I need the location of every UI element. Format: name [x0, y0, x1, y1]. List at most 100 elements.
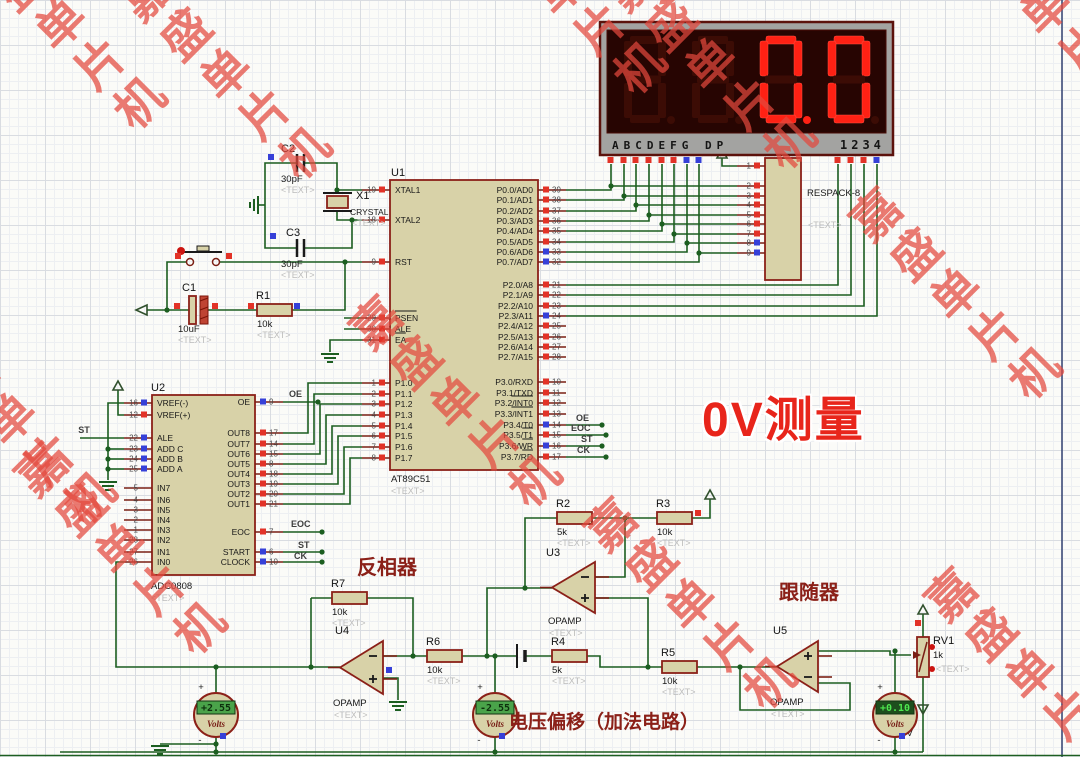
label: <TEXT>	[281, 185, 315, 195]
label: IN7	[157, 483, 171, 493]
label: P2.7/A15	[498, 352, 533, 362]
label: 20	[269, 490, 278, 499]
label: 22	[129, 434, 138, 443]
junction-dot	[164, 307, 170, 313]
pin-state-square	[683, 157, 690, 163]
label: OUT6	[227, 449, 250, 459]
label: 24	[552, 312, 561, 321]
title-overlay: 0V测量	[702, 394, 865, 447]
label: OUT8	[227, 428, 250, 438]
label: -	[198, 735, 201, 746]
label: 32	[552, 258, 561, 267]
pin-state-square	[379, 325, 385, 332]
label: P0.6/AD6	[497, 247, 534, 257]
label: <TEXT>	[557, 538, 591, 548]
wire	[383, 677, 399, 700]
pin-state-square	[543, 421, 549, 428]
label: 1	[134, 526, 139, 535]
label: R3	[656, 498, 670, 510]
label: <TEXT>	[332, 618, 366, 628]
label: P2.1/A9	[503, 290, 534, 300]
segment-F	[692, 41, 700, 76]
junction-dot	[105, 446, 111, 452]
label: 14	[269, 440, 278, 449]
pin-state-square	[695, 157, 702, 163]
label: ST	[581, 434, 593, 444]
battery-cell[interactable]	[516, 644, 527, 668]
pin-state-square	[379, 186, 385, 193]
pin-state-square	[260, 450, 266, 457]
wire	[283, 435, 362, 485]
label: 15	[269, 450, 278, 459]
segment-B-lit	[861, 40, 871, 77]
label: P3.3/INT1	[495, 409, 534, 419]
label: 8	[269, 460, 274, 469]
label: +	[198, 682, 204, 693]
label: 12	[552, 399, 561, 408]
label: 8	[747, 239, 752, 248]
label: OUT4	[227, 469, 250, 479]
junction-dot	[603, 454, 609, 460]
reset-button[interactable]	[175, 245, 232, 267]
label: U5	[773, 625, 787, 637]
pin-state-square	[260, 440, 266, 447]
pin-state-square	[379, 454, 385, 461]
segment-E	[692, 83, 700, 118]
segment-D	[698, 115, 728, 123]
label: OE	[238, 397, 251, 407]
label: 17	[552, 453, 561, 462]
pin-state-square	[543, 322, 549, 329]
segment-C-lit	[793, 82, 803, 119]
label: +2.55	[201, 703, 231, 714]
pin-state-square	[754, 201, 760, 208]
segment-A	[698, 36, 728, 44]
label: 2	[134, 516, 139, 525]
label: -	[477, 735, 480, 746]
label: P1.6	[395, 442, 413, 452]
pin-state-square	[270, 233, 276, 239]
label: 33	[552, 248, 561, 257]
wire	[587, 655, 662, 668]
wire	[566, 164, 865, 307]
pin-state-square	[226, 253, 232, 259]
pin-state-square	[379, 379, 385, 386]
label: <TEXT>	[281, 270, 315, 280]
label: CK	[294, 551, 307, 561]
label: 18	[367, 216, 376, 225]
wire	[283, 457, 362, 505]
label: C2	[281, 143, 295, 155]
label: P0.5/AD5	[497, 237, 534, 247]
label: 1	[747, 162, 752, 171]
label: OUT5	[227, 459, 250, 469]
label: 4	[747, 201, 752, 210]
label: 26	[129, 558, 138, 567]
junction-dot	[621, 193, 627, 199]
label: P3.7/RD	[501, 452, 533, 462]
pin-state-square	[543, 431, 549, 438]
pin-state-square	[379, 432, 385, 439]
wire	[283, 414, 362, 465]
label: P0.1/AD1	[497, 195, 534, 205]
